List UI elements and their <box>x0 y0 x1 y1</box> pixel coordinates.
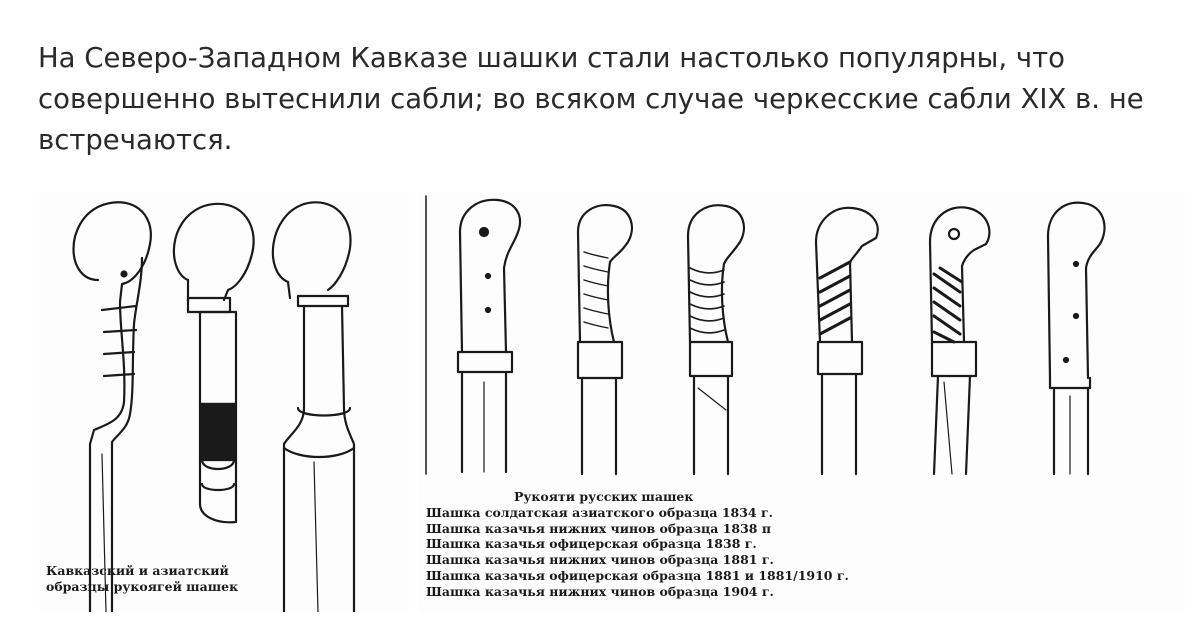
hilt-1881-lower-ranks <box>814 206 879 476</box>
intro-paragraph: На Северо-Западном Кавказе шашки стали н… <box>38 42 1144 156</box>
caption-line: Кавказский и азиатский <box>46 563 229 578</box>
hilt-caucasian-3 <box>271 201 356 612</box>
caption-line: Шашка казачья нижних чинов образца 1881 … <box>426 552 774 568</box>
caption-line: Шашка казачья офицерская образца 1838 г. <box>426 536 757 552</box>
hilt-1904 <box>1046 201 1106 476</box>
hilt-1834 <box>456 198 522 474</box>
russian-caption: Рукояти русских шашек Шашка солдатская а… <box>426 489 946 600</box>
hilt-1881-officer <box>928 206 991 476</box>
caption-line: Шашка казачья нижних чинов образца 1838 … <box>426 520 771 536</box>
hilt-caucasian-1 <box>72 201 152 612</box>
caption-line: Шашка казачья офицерская образца 1881 и … <box>426 567 849 583</box>
caucasian-hilts-figure: Кавказский и азиатский образцы рукоягей … <box>38 192 410 612</box>
caption-title: Рукояти русских шашек <box>514 489 694 504</box>
caucasian-caption: Кавказский и азиатский образцы рукоягей … <box>46 563 376 595</box>
hilt-1838-officer <box>686 204 745 476</box>
russian-hilts-figure: Рукояти русских шашек Шашка солдатская а… <box>418 192 1186 612</box>
caption-line: Шашка казачья нижних чинов образца 1904 … <box>426 583 774 599</box>
hilt-1838-lower-ranks <box>576 204 633 476</box>
hilt-caucasian-2 <box>172 202 255 524</box>
russian-hilts-illustration <box>425 195 1106 476</box>
caption-line: Шашка солдатская азиатского образца 1834… <box>426 504 773 520</box>
caucasian-hilts-illustration <box>72 201 356 612</box>
caption-line: образцы рукоягей шашек <box>46 579 239 594</box>
